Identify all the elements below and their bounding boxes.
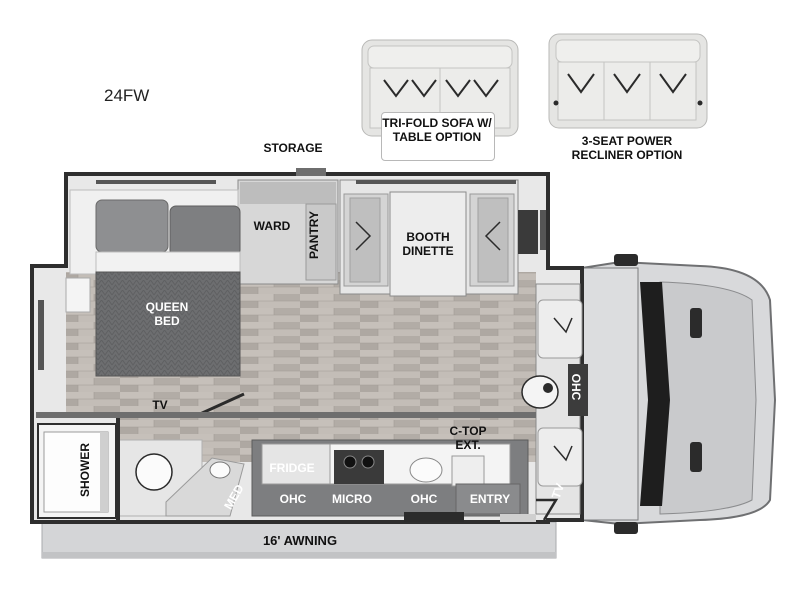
queen-bed: [65, 189, 241, 377]
toilet-sink: [117, 439, 245, 517]
ohc-cab-label: OHC: [569, 373, 583, 401]
booth-dinette-label: BOOTH DINETTE: [402, 230, 454, 258]
recliner-option-drawing: [548, 33, 708, 129]
awning-label: 16' AWNING: [262, 533, 338, 548]
galley: [251, 439, 529, 517]
recliner-option-label: 3-SEAT POWER RECLINER OPTION: [571, 134, 683, 162]
storage-label: STORAGE: [263, 141, 323, 155]
booth-dinette: [339, 179, 538, 297]
shower-label: SHOWER: [78, 443, 92, 497]
fridge-label: FRIDGE: [269, 461, 315, 475]
trifold-option-callout: [381, 112, 495, 161]
ctop-ext-label: C-TOP EXT.: [449, 424, 487, 452]
cab: [579, 254, 777, 534]
pantry: [305, 203, 337, 281]
trifold-option-label: TRI-FOLD SOFA W/ TABLE OPTION: [382, 116, 492, 144]
micro-label: MICRO: [332, 492, 372, 506]
queen-bed-label: QUEEN BED: [145, 300, 189, 328]
cab-seats: [521, 283, 588, 515]
ohc-label-right: OHC: [410, 492, 438, 506]
bedroom-tv-label: TV: [152, 398, 168, 412]
ward-label: WARD: [253, 219, 291, 233]
model-number: 24FW: [104, 86, 150, 105]
entry-label: ENTRY: [469, 492, 511, 506]
storage-marker: [296, 168, 326, 176]
ohc-label-left: OHC: [279, 492, 307, 506]
shower: [37, 423, 117, 519]
pantry-label: PANTRY: [307, 211, 321, 259]
